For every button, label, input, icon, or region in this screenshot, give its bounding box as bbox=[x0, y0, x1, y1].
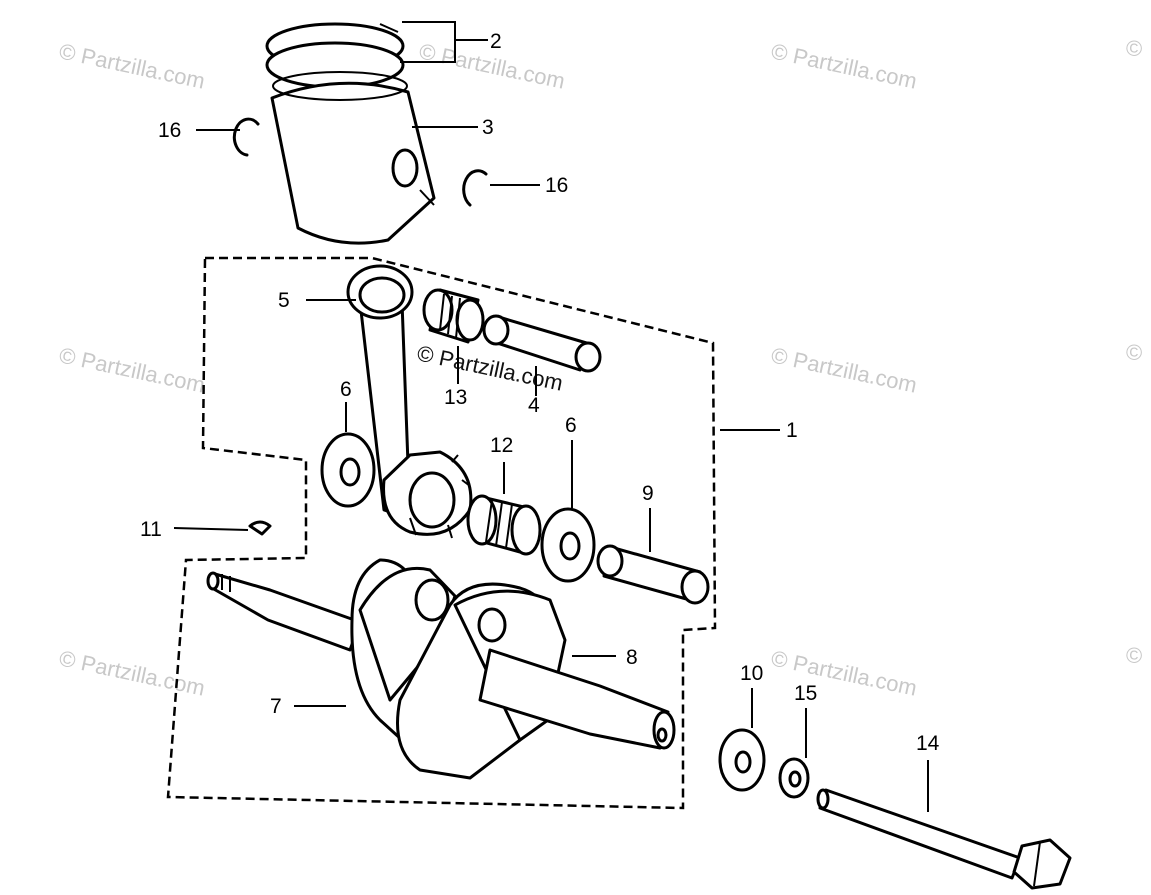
callout-6-right: 6 bbox=[565, 414, 577, 437]
watermark-low-left: © Partzilla.com bbox=[57, 645, 207, 700]
watermark-top-left: © Partzilla.com bbox=[57, 38, 207, 93]
crankshaft bbox=[206, 558, 676, 780]
thrust-washer-left bbox=[320, 432, 376, 508]
callout-13: 13 bbox=[444, 386, 467, 409]
callout-8: 8 bbox=[626, 646, 638, 669]
watermark-low-right: © Partzilla.com bbox=[769, 645, 919, 700]
callout-10: 10 bbox=[740, 662, 763, 685]
callout-3: 3 bbox=[482, 116, 494, 139]
small-end-bearing bbox=[422, 288, 485, 344]
callout-16-left: 16 bbox=[158, 119, 181, 142]
callout-14: 14 bbox=[916, 732, 940, 755]
crank-pin bbox=[596, 544, 710, 605]
piston-rings bbox=[265, 22, 405, 89]
watermark-mid-left: © Partzilla.com bbox=[57, 342, 207, 397]
callout-15: 15 bbox=[794, 682, 817, 705]
watermark-low-edge: © bbox=[1126, 643, 1142, 668]
watermark-top-right: © Partzilla.com bbox=[769, 38, 919, 93]
callout-4: 4 bbox=[528, 394, 540, 417]
callout-16-right: 16 bbox=[545, 174, 568, 197]
callout-11: 11 bbox=[140, 518, 162, 541]
callout-5: 5 bbox=[278, 289, 290, 312]
piston-pin bbox=[482, 314, 602, 373]
piston-pin-clip-left bbox=[232, 117, 260, 157]
watermark-mid-right: © Partzilla.com bbox=[769, 342, 919, 397]
thrust-washer-right bbox=[540, 507, 596, 583]
big-end-bearing bbox=[466, 494, 542, 556]
connecting-rod bbox=[346, 264, 473, 539]
callout-1: 1 bbox=[786, 419, 798, 442]
woodruff-key bbox=[248, 520, 272, 536]
leader-lines bbox=[173, 21, 929, 812]
watermark-mid-edge: © bbox=[1126, 340, 1142, 365]
bolt bbox=[816, 788, 1072, 890]
piston bbox=[270, 71, 436, 245]
lock-washer bbox=[778, 757, 810, 799]
watermarks: © Partzilla.com © Partzilla.com © Partzi… bbox=[57, 36, 1142, 701]
callout-2: 2 bbox=[490, 30, 502, 53]
watermark-top-edge: © bbox=[1126, 36, 1142, 61]
callout-labels: 2 3 16 16 5 6 13 4 1 12 6 9 11 8 7 10 15… bbox=[140, 30, 940, 755]
callout-7: 7 bbox=[270, 695, 282, 718]
piston-pin-clip-right bbox=[462, 169, 488, 207]
callout-9: 9 bbox=[642, 482, 654, 505]
callout-6-left: 6 bbox=[340, 378, 352, 401]
washer bbox=[718, 728, 766, 792]
callout-12: 12 bbox=[490, 434, 513, 457]
